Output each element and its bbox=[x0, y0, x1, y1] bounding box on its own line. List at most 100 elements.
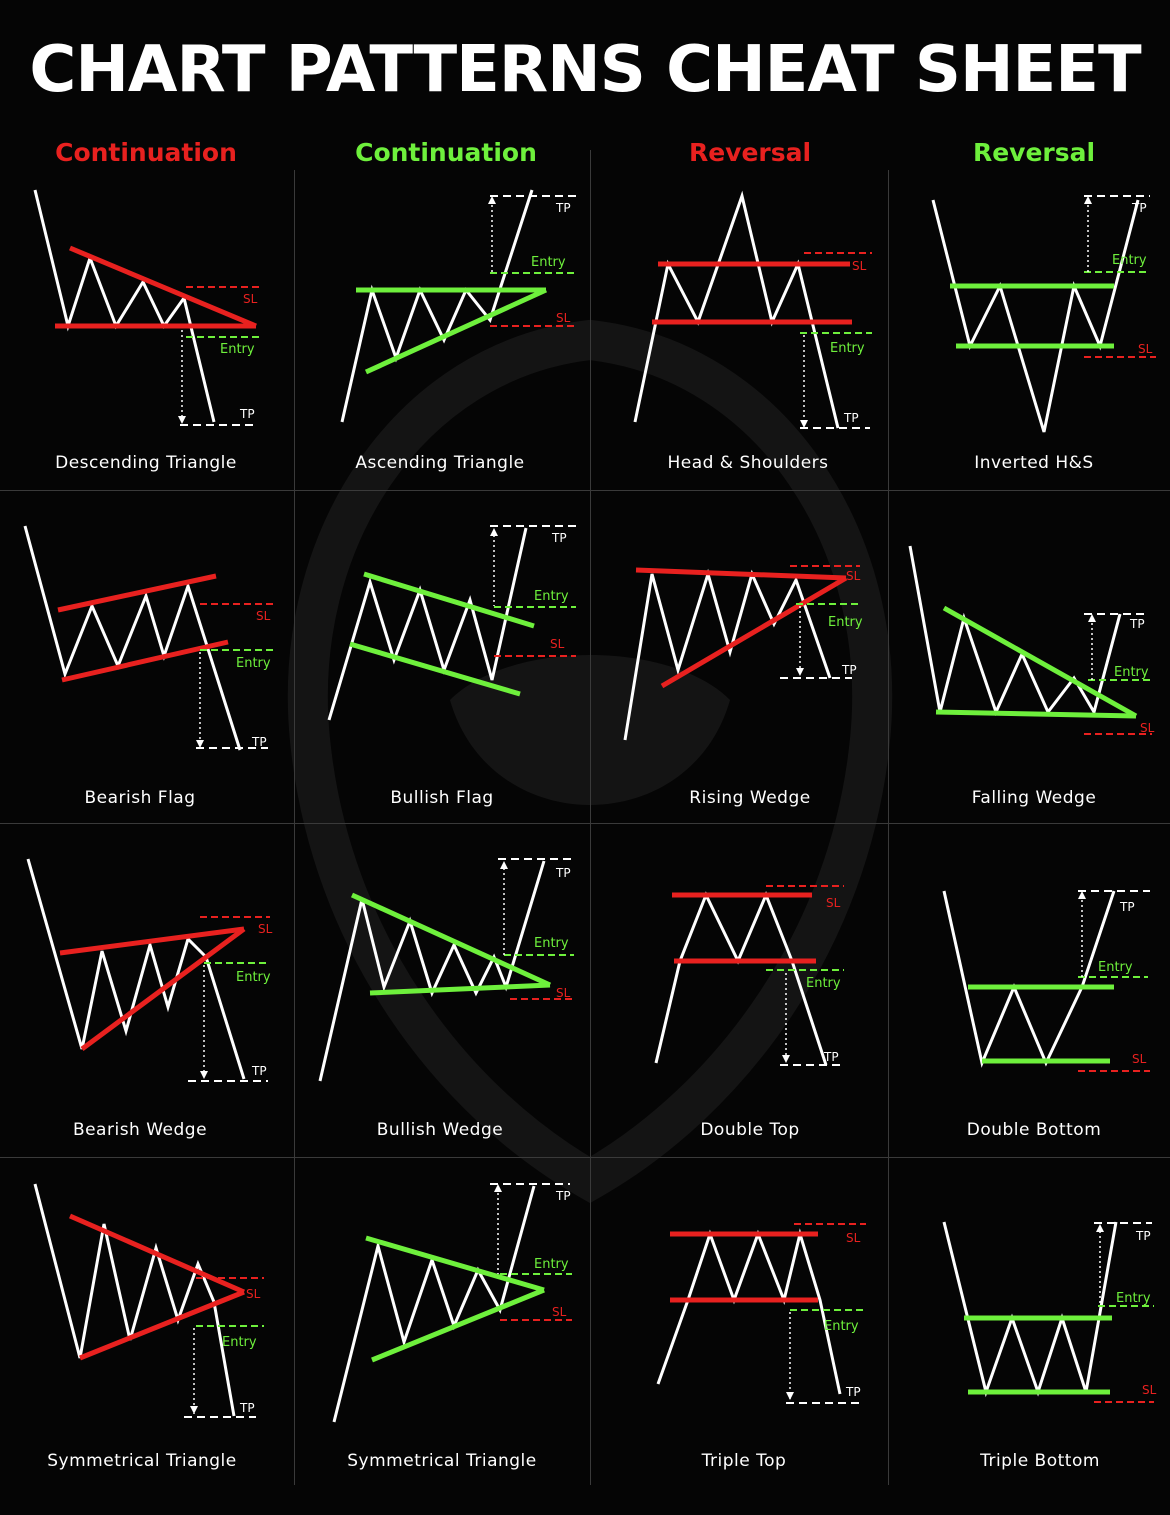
tp-label: TP bbox=[251, 735, 267, 749]
grid-divider bbox=[0, 490, 1170, 491]
pattern-name: Symmetrical Triangle bbox=[47, 1451, 237, 1471]
pattern-name: Triple Top bbox=[701, 1451, 787, 1471]
entry-label: Entry bbox=[222, 1335, 257, 1350]
sl-label: SL bbox=[550, 637, 565, 651]
sl-label: SL bbox=[852, 259, 867, 273]
entry-label: Entry bbox=[828, 615, 863, 630]
pattern-name: Bearish Flag bbox=[84, 788, 196, 808]
entry-label: Entry bbox=[236, 970, 271, 985]
symmetrical-triangle-bearish-diagram: SL Entry TP bbox=[33, 1183, 264, 1418]
entry-label: Entry bbox=[531, 255, 566, 270]
pattern-name: Falling Wedge bbox=[971, 788, 1097, 808]
column-header-3: Reversal bbox=[688, 138, 812, 167]
entry-label: Entry bbox=[1114, 665, 1149, 680]
tp-label: TP bbox=[841, 663, 857, 677]
pattern-name: Bullish Wedge bbox=[376, 1120, 504, 1140]
tp-label: TP bbox=[845, 1385, 861, 1399]
sl-label: SL bbox=[243, 292, 258, 306]
tp-label: TP bbox=[239, 407, 255, 421]
tp-label: TP bbox=[239, 1401, 255, 1415]
entry-label: Entry bbox=[534, 936, 569, 951]
sl-label: SL bbox=[846, 569, 861, 583]
symmetrical-triangle-bullish-diagram: Entry SL TP bbox=[332, 1183, 572, 1423]
sl-label: SL bbox=[1138, 342, 1153, 356]
pattern-name: Descending Triangle bbox=[55, 453, 237, 473]
inverted-hs-diagram: Entry SL TP bbox=[931, 195, 1156, 433]
pattern-name: Double Top bbox=[700, 1120, 800, 1140]
tp-label: TP bbox=[1131, 201, 1147, 215]
entry-label: Entry bbox=[534, 1257, 569, 1272]
pattern-card-bullish-wedge: Entry SL TP bbox=[294, 827, 586, 1157]
sl-label: SL bbox=[846, 1231, 861, 1245]
pattern-card-rising-wedge: SL Entry TP bbox=[590, 494, 882, 824]
pattern-name: Rising Wedge bbox=[689, 788, 811, 808]
pattern-card-double-bottom: Entry SL TP bbox=[888, 827, 1170, 1157]
bearish-flag-diagram: SL Entry TP bbox=[23, 525, 276, 751]
head-and-shoulders-diagram: SL Entry TP bbox=[633, 190, 872, 429]
falling-wedge-diagram: Entry SL TP bbox=[908, 545, 1155, 735]
tp-label: TP bbox=[823, 1050, 839, 1064]
sl-label: SL bbox=[826, 896, 841, 910]
tp-label: TP bbox=[555, 201, 571, 215]
sl-label: SL bbox=[258, 922, 273, 936]
column-header-1: Continuation bbox=[55, 138, 237, 167]
sl-label: SL bbox=[256, 609, 271, 623]
column-header-4: Reversal bbox=[972, 138, 1096, 167]
pattern-card-head-and-shoulders: SL Entry TP bbox=[590, 160, 882, 490]
bearish-wedge-diagram: SL Entry TP bbox=[26, 858, 273, 1082]
sl-label: SL bbox=[552, 1305, 567, 1319]
pattern-name: Head & Shoulders bbox=[667, 453, 829, 473]
sl-label: SL bbox=[556, 986, 571, 1000]
double-bottom-diagram: Entry SL TP bbox=[942, 890, 1150, 1072]
entry-label: Entry bbox=[830, 341, 865, 356]
tp-label: TP bbox=[843, 411, 859, 425]
bullish-wedge-diagram: Entry SL TP bbox=[318, 858, 574, 1082]
pattern-card-symmetrical-triangle-bullish: Entry SL TP bbox=[294, 1160, 586, 1490]
entry-label: Entry bbox=[824, 1319, 859, 1334]
grid-divider bbox=[590, 150, 591, 1485]
triple-bottom-diagram: Entry SL TP bbox=[942, 1221, 1157, 1403]
entry-label: Entry bbox=[1116, 1291, 1151, 1306]
triple-top-diagram: SL Entry TP bbox=[656, 1223, 866, 1404]
ascending-triangle-diagram: Entry SL TP bbox=[340, 189, 576, 423]
pattern-card-bearish-flag: SL Entry TP bbox=[0, 494, 292, 824]
pattern-card-ascending-triangle: Entry SL TP bbox=[294, 160, 586, 490]
entry-label: Entry bbox=[220, 342, 255, 357]
grid-divider bbox=[294, 170, 295, 1485]
tp-label: TP bbox=[551, 531, 567, 545]
pattern-name: Triple Bottom bbox=[980, 1451, 1100, 1471]
grid-divider bbox=[0, 1157, 1170, 1158]
entry-label: Entry bbox=[1112, 253, 1147, 268]
pattern-name: Ascending Triangle bbox=[355, 453, 525, 473]
pattern-card-descending-triangle: SL Entry TP bbox=[0, 160, 292, 490]
tp-label: TP bbox=[1135, 1229, 1151, 1243]
sl-label: SL bbox=[556, 311, 571, 325]
pattern-card-bearish-wedge: SL Entry TP bbox=[0, 827, 292, 1157]
pattern-name: Symmetrical Triangle bbox=[347, 1451, 537, 1471]
page-title: CHART PATTERNS CHEAT SHEET bbox=[29, 33, 1141, 107]
tp-label: TP bbox=[1129, 617, 1145, 631]
pattern-card-triple-top: SL Entry TP bbox=[590, 1160, 882, 1490]
tp-label: TP bbox=[251, 1064, 267, 1078]
sl-label: SL bbox=[1132, 1052, 1147, 1066]
pattern-card-symmetrical-triangle-bearish: SL Entry TP bbox=[0, 1160, 292, 1490]
tp-label: TP bbox=[1119, 900, 1135, 914]
pattern-card-double-top: SL Entry TP bbox=[590, 827, 882, 1157]
sl-label: SL bbox=[1140, 721, 1155, 735]
grid-divider bbox=[888, 170, 889, 1485]
bullish-flag-diagram: Entry SL TP bbox=[327, 525, 576, 721]
pattern-name: Bullish Flag bbox=[390, 788, 494, 808]
tp-label: TP bbox=[555, 1189, 571, 1203]
sl-label: SL bbox=[246, 1287, 261, 1301]
pattern-card-inverted-hs: Entry SL TP bbox=[888, 160, 1170, 490]
pattern-card-triple-bottom: Entry SL TP bbox=[888, 1160, 1170, 1490]
grid-divider bbox=[0, 823, 1170, 824]
entry-label: Entry bbox=[534, 589, 569, 604]
rising-wedge-diagram: SL Entry TP bbox=[623, 565, 863, 741]
entry-label: Entry bbox=[236, 656, 271, 671]
sl-label: SL bbox=[1142, 1383, 1157, 1397]
pattern-card-bullish-flag: Entry SL TP bbox=[294, 494, 586, 824]
entry-label: Entry bbox=[1098, 960, 1133, 975]
pattern-name: Double Bottom bbox=[966, 1120, 1102, 1140]
descending-triangle-diagram: SL Entry TP bbox=[33, 189, 260, 426]
